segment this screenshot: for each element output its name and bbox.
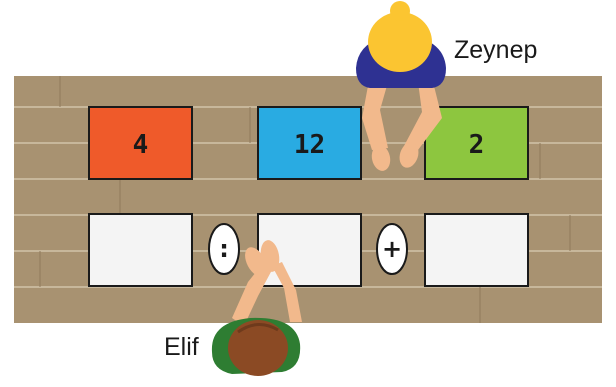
zeynep-hair-bun — [390, 1, 410, 21]
number-card-3-value: 2 — [469, 130, 485, 160]
number-card-1[interactable]: 4 — [88, 106, 193, 180]
zeynep-name-label: Zeynep — [454, 36, 538, 64]
number-card-2-value: 12 — [294, 130, 325, 160]
elif-figure — [211, 240, 302, 376]
number-card-3[interactable]: 2 — [424, 106, 529, 180]
elif-name-label: Elif — [164, 333, 199, 361]
operator-divide-symbol: : — [219, 235, 229, 263]
zeynep-hair — [368, 12, 432, 72]
number-card-2[interactable]: 12 — [257, 106, 362, 180]
elif-hair — [228, 320, 288, 376]
operator-divide-badge: : — [208, 223, 240, 275]
number-card-1-value: 4 — [133, 130, 149, 160]
zeynep-figure — [356, 1, 446, 171]
operator-plus-badge: + — [376, 223, 408, 275]
answer-slot-1[interactable] — [88, 213, 193, 287]
operator-plus-symbol: + — [382, 235, 402, 263]
answer-slot-3[interactable] — [424, 213, 529, 287]
